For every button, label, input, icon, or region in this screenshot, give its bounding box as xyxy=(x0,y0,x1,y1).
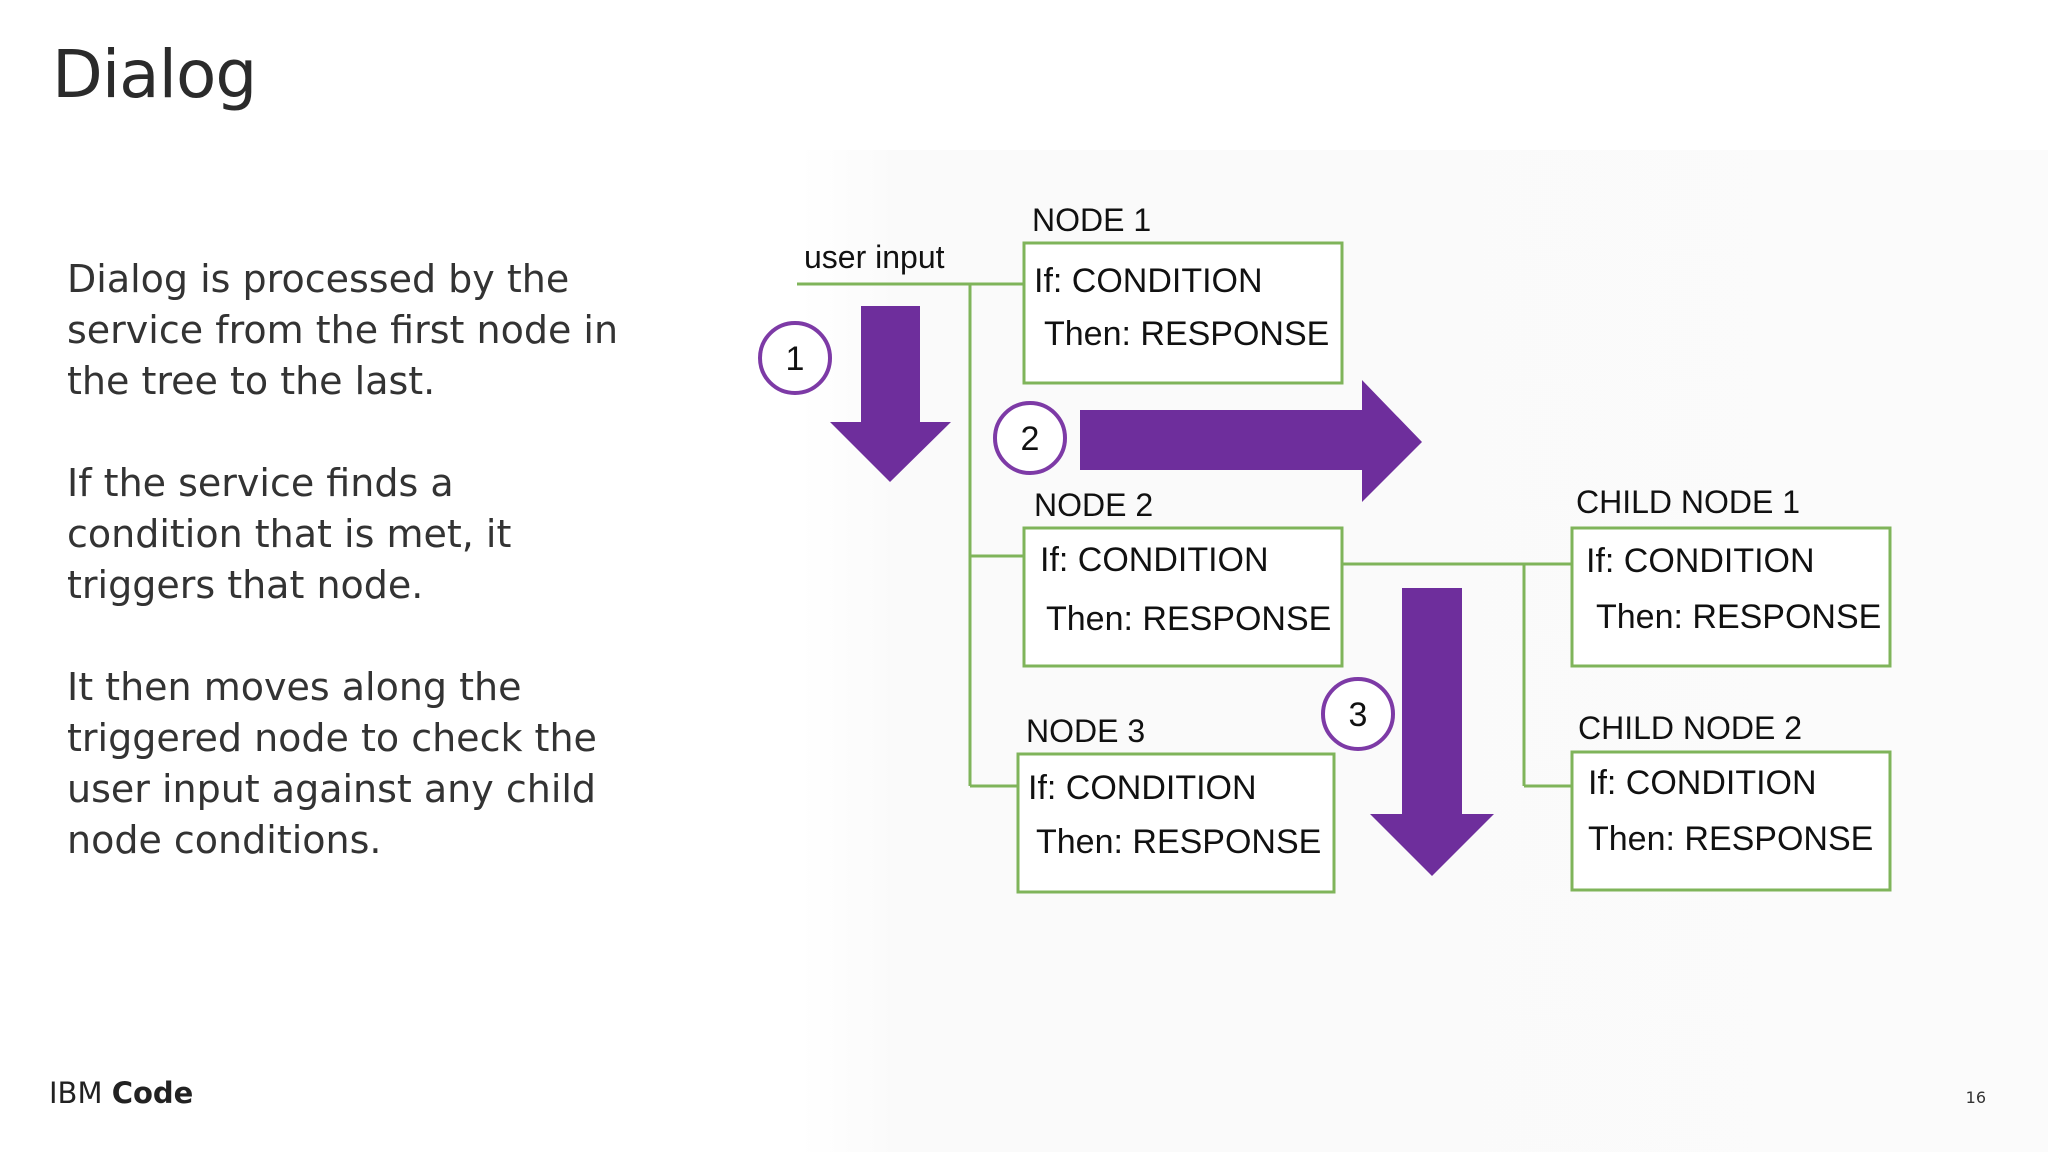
step-number: 1 xyxy=(786,340,805,378)
paragraph-1: Dialog is processed by the service from … xyxy=(67,254,667,407)
node-condition: If: CONDITION xyxy=(1040,541,1269,579)
step-number: 2 xyxy=(1021,420,1040,458)
step-circle xyxy=(758,321,832,395)
down-arrow-icon xyxy=(830,306,951,482)
node-box xyxy=(1570,526,1892,668)
node-box xyxy=(1022,526,1344,668)
node-name: CHILD NODE 1 xyxy=(1576,484,1800,520)
node-box xyxy=(1016,752,1336,894)
right-arrow-icon xyxy=(1080,380,1422,502)
node-response: Then: RESPONSE xyxy=(1596,598,1881,636)
node-name: NODE 1 xyxy=(1032,202,1151,238)
connector-lines xyxy=(797,282,1572,788)
paragraph-line: If the service finds a xyxy=(67,461,454,505)
node-condition: If: CONDITION xyxy=(1034,262,1263,300)
page-number: 16 xyxy=(1965,1088,1986,1107)
node-condition: If: CONDITION xyxy=(1588,764,1817,802)
down-arrow-icon xyxy=(1370,588,1494,876)
step-number: 3 xyxy=(1349,696,1368,734)
node-name: NODE 3 xyxy=(1026,713,1145,749)
node-2: NODE 2 If: CONDITION Then: RESPONSE xyxy=(1022,487,1344,668)
paragraph-2: If the service finds a condition that is… xyxy=(67,458,667,611)
paragraph-line: condition that is met, it xyxy=(67,512,512,556)
paragraph-line: triggers that node. xyxy=(67,563,424,607)
step-circle xyxy=(993,401,1067,475)
node-condition: If: CONDITION xyxy=(1028,769,1257,807)
paragraph-line: node conditions. xyxy=(67,818,382,862)
child-node-2: CHILD NODE 2 If: CONDITION Then: RESPONS… xyxy=(1570,710,1892,892)
step-2-marker: 2 xyxy=(993,401,1067,475)
logo-code-text: Code xyxy=(111,1076,194,1110)
body-text: Dialog is processed by the service from … xyxy=(67,254,667,917)
node-name: CHILD NODE 2 xyxy=(1578,710,1802,746)
paragraph-3: It then moves along the triggered node t… xyxy=(67,662,667,866)
paragraph-line: service from the first node in xyxy=(67,308,619,352)
paragraph-line: Dialog is processed by the xyxy=(67,257,570,301)
node-3: NODE 3 If: CONDITION Then: RESPONSE xyxy=(1016,713,1336,894)
child-node-1: CHILD NODE 1 If: CONDITION Then: RESPONS… xyxy=(1570,484,1892,668)
step-1-marker: 1 xyxy=(758,321,832,395)
paragraph-line: It then moves along the xyxy=(67,665,522,709)
paragraph-line: triggered node to check the xyxy=(67,716,597,760)
logo-ibm-text: IBM xyxy=(49,1076,103,1110)
node-response: Then: RESPONSE xyxy=(1588,820,1873,858)
step-circle xyxy=(1321,677,1395,751)
node-condition: If: CONDITION xyxy=(1586,542,1815,580)
step-3-marker: 3 xyxy=(1321,677,1395,751)
ibm-code-logo: IBM Code xyxy=(49,1076,193,1110)
node-response: Then: RESPONSE xyxy=(1036,823,1321,861)
user-input-label: user input xyxy=(804,239,945,275)
node-response: Then: RESPONSE xyxy=(1046,600,1331,638)
slide-title: Dialog xyxy=(52,36,257,113)
paragraph-line: the tree to the last. xyxy=(67,359,436,403)
node-box xyxy=(1570,750,1892,892)
node-name: NODE 2 xyxy=(1034,487,1153,523)
node-1: NODE 1 If: CONDITION Then: RESPONSE xyxy=(1022,202,1344,385)
node-response: Then: RESPONSE xyxy=(1044,315,1329,353)
node-box xyxy=(1022,241,1344,385)
paragraph-line: user input against any child xyxy=(67,767,597,811)
